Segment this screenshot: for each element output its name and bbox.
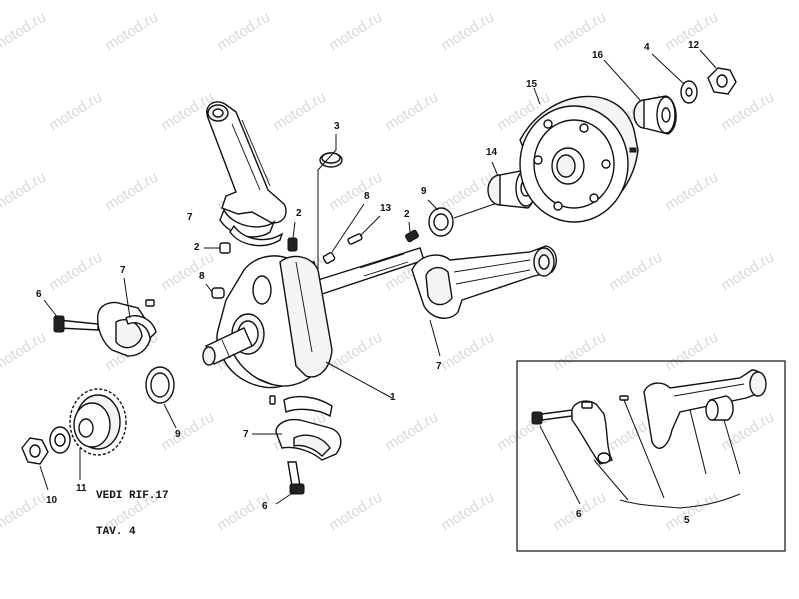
cap-3 bbox=[317, 134, 343, 292]
callout-15: 15 bbox=[526, 79, 538, 90]
callout-6-left: 6 bbox=[36, 289, 42, 300]
lower-rod-cap-center bbox=[252, 395, 342, 461]
spacer-16 bbox=[603, 59, 677, 135]
reference-note-line1: VEDI RIF.17 bbox=[96, 490, 169, 502]
bracket-5 bbox=[619, 493, 741, 509]
callout-8-lower: 8 bbox=[199, 271, 205, 282]
washer-10 bbox=[49, 426, 71, 454]
lower-rod-cap-left bbox=[97, 277, 157, 357]
callout-1: 1 bbox=[390, 392, 396, 403]
key-13 bbox=[347, 215, 381, 245]
seal-9-lower bbox=[145, 366, 177, 429]
callout-16: 16 bbox=[592, 50, 604, 61]
callout-2-left: 2 bbox=[194, 242, 200, 253]
callout-9-upper: 9 bbox=[421, 186, 427, 197]
inset-bushing bbox=[705, 395, 741, 475]
callout-10: 10 bbox=[46, 495, 58, 506]
gear-11 bbox=[69, 388, 127, 480]
callout-6-center: 6 bbox=[262, 501, 268, 512]
callout-7-upper: 7 bbox=[187, 212, 193, 223]
flywheel-15 bbox=[519, 87, 639, 223]
pin-2-center bbox=[287, 221, 298, 252]
key-8-upper bbox=[322, 203, 365, 264]
reference-note: VEDI RIF.17 TAV. 4 bbox=[96, 466, 169, 550]
nut-10 bbox=[21, 437, 49, 491]
callout-12: 12 bbox=[688, 40, 700, 51]
upper-connecting-rod bbox=[206, 101, 287, 238]
right-connecting-rod bbox=[411, 245, 557, 357]
pin-2-left bbox=[204, 242, 231, 254]
callout-7-left: 7 bbox=[120, 265, 126, 276]
callout-14: 14 bbox=[486, 147, 498, 158]
inset-connecting-rod bbox=[643, 369, 767, 475]
callout-8-upper: 8 bbox=[364, 191, 370, 202]
callout-9-lower: 9 bbox=[175, 429, 181, 440]
bolt-6-center bbox=[275, 461, 305, 505]
callout-2-center: 2 bbox=[296, 208, 302, 219]
callout-2-right: 2 bbox=[404, 209, 410, 220]
key-8-lower bbox=[205, 283, 225, 299]
callout-7-right: 7 bbox=[436, 361, 442, 372]
reference-note-line2: TAV. 4 bbox=[96, 526, 136, 538]
callout-13: 13 bbox=[380, 203, 392, 214]
washer-4 bbox=[651, 53, 698, 104]
bearing-shell-upper bbox=[229, 224, 284, 247]
callout-4: 4 bbox=[644, 42, 650, 53]
pin-2-right bbox=[405, 221, 419, 243]
inset-rod-cap bbox=[571, 400, 629, 501]
callout-3: 3 bbox=[334, 121, 340, 132]
callout-7-center: 7 bbox=[243, 429, 249, 440]
callout-6-inset: 6 bbox=[576, 509, 582, 520]
callout-11: 11 bbox=[76, 483, 87, 494]
inset-detail-box bbox=[516, 360, 786, 552]
inset-pin bbox=[619, 395, 665, 499]
crankshaft bbox=[202, 247, 425, 399]
callout-5: 5 bbox=[684, 515, 690, 526]
bolt-6-left bbox=[43, 299, 99, 333]
nut-12 bbox=[699, 49, 737, 95]
inset-bolt-6 bbox=[531, 409, 581, 505]
